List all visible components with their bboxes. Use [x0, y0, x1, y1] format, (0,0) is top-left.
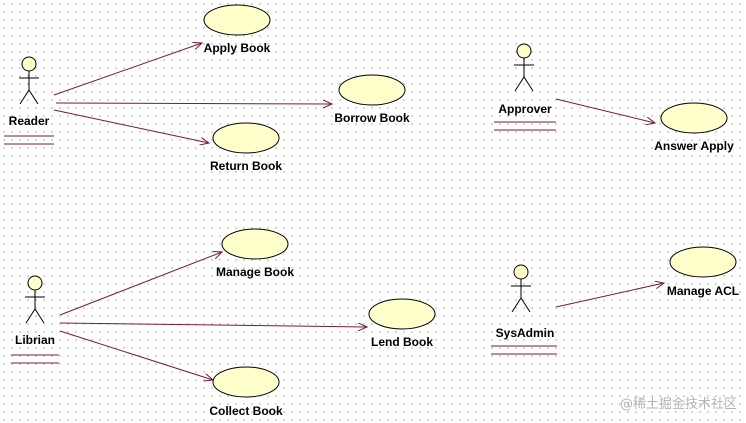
actor-label: Approver	[498, 102, 552, 116]
use-case-answer-apply[interactable]: Answer Apply	[654, 102, 734, 153]
use-case-ellipse	[221, 228, 289, 260]
association-reader-return-book	[53, 109, 209, 143]
use-case-ellipse	[338, 74, 406, 106]
use-case-ellipse	[669, 246, 737, 278]
watermark-text: @稀土掘金技术社区	[620, 396, 737, 412]
association-approver-answer-apply	[555, 98, 655, 123]
association-reader-borrow-book	[55, 103, 332, 104]
actor-librian[interactable]: Librian	[11, 275, 59, 364]
actor-approver[interactable]: Approver	[494, 43, 556, 131]
use-case-label: Return Book	[210, 159, 282, 173]
association-sysadmin-manage-acl	[555, 283, 664, 308]
use-case-label: Manage Book	[216, 265, 294, 279]
use-case-borrow-book[interactable]: Borrow Book	[334, 74, 410, 125]
actor-label: Librian	[15, 333, 55, 347]
associations	[53, 43, 664, 380]
use-case-label: Apply Book	[204, 41, 271, 55]
actor-icon	[25, 275, 45, 324]
actor-label: SysAdmin	[496, 326, 555, 340]
actor-icon	[511, 264, 531, 313]
use-case-label: Borrow Book	[334, 111, 410, 125]
use-case-ellipse	[660, 102, 728, 134]
association-librian-lend-book	[59, 322, 367, 327]
actor-icon	[19, 56, 39, 105]
use-case-label: Collect Book	[209, 404, 283, 418]
association-librian-collect-book	[59, 330, 213, 380]
actor-reader[interactable]: Reader	[4, 56, 54, 145]
use-case-apply-book[interactable]: Apply Book	[203, 4, 271, 55]
association-reader-apply-book	[53, 43, 202, 96]
use-case-label: Lend Book	[371, 335, 433, 349]
use-case-ellipse	[368, 298, 436, 330]
use-case-manage-acl[interactable]: Manage ACL	[667, 246, 739, 298]
use-case-label: Manage ACL	[667, 284, 739, 298]
use-case-label: Answer Apply	[654, 139, 734, 153]
use-case-ellipse	[212, 366, 280, 398]
use-case-manage-book[interactable]: Manage Book	[216, 228, 294, 279]
actor-sysadmin[interactable]: SysAdmin	[491, 264, 557, 355]
association-librian-manage-book	[59, 252, 222, 316]
use-case-lend-book[interactable]: Lend Book	[368, 298, 436, 349]
actor-icon	[514, 43, 534, 92]
actor-label: Reader	[9, 114, 50, 128]
use-case-collect-book[interactable]: Collect Book	[209, 366, 283, 418]
use-case-ellipse	[212, 122, 280, 154]
use-case-ellipse	[203, 4, 271, 36]
use-case-return-book[interactable]: Return Book	[210, 122, 282, 173]
